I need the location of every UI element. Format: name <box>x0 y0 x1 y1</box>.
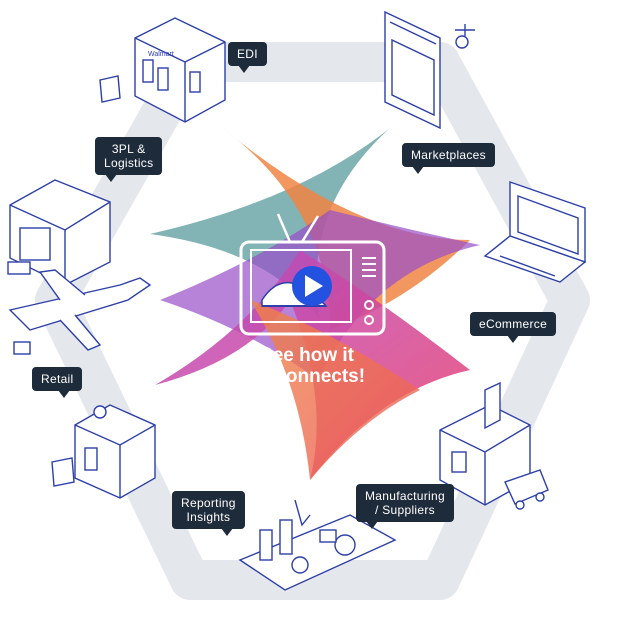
laptop-illustration <box>483 181 587 283</box>
reporting-dashboard-illustration <box>238 499 397 591</box>
node-manufacturing-suppliers[interactable]: Manufacturing / Suppliers <box>356 484 454 529</box>
headline-line-2: all connects! <box>248 366 366 387</box>
headline-line-1: See how it <box>260 345 354 366</box>
marketplace-tablet-illustration <box>384 10 475 130</box>
node-retail[interactable]: Retail <box>32 367 83 398</box>
node-manufacturing-label-2: / Suppliers <box>374 503 435 517</box>
node-marketplaces-label: Marketplaces <box>411 148 486 162</box>
node-ecommerce-label: eCommerce <box>479 317 548 331</box>
node-3pl-logistics-label-2: Logistics <box>104 156 154 170</box>
node-edi-label: EDI <box>237 47 258 61</box>
store-illustration <box>99 17 226 123</box>
node-3pl-logistics-label-1: 3PL & <box>111 142 146 156</box>
retail-shop-illustration <box>51 404 156 499</box>
tv-icon[interactable] <box>239 213 386 336</box>
warehouse-illustration <box>7 179 111 286</box>
node-reporting-insights[interactable]: Reporting Insights <box>172 491 245 536</box>
see-how-it-connects-headline[interactable]: See how it all connects! <box>222 345 392 387</box>
node-ecommerce[interactable]: eCommerce <box>470 312 557 343</box>
node-3pl-logistics[interactable]: 3PL & Logistics <box>95 137 163 182</box>
airplane-illustration <box>8 269 152 355</box>
store-sign-text: Walmart <box>148 51 174 58</box>
node-reporting-label-2: Insights <box>186 510 231 524</box>
node-retail-label: Retail <box>41 372 74 386</box>
node-manufacturing-label-1: Manufacturing <box>365 489 445 503</box>
factory-illustration <box>439 381 549 510</box>
video-play-icon[interactable] <box>292 266 332 306</box>
node-edi[interactable]: EDI <box>228 42 267 73</box>
node-marketplaces[interactable]: Marketplaces <box>402 143 495 174</box>
node-reporting-label-1: Reporting <box>181 496 236 510</box>
color-burst <box>150 128 480 480</box>
